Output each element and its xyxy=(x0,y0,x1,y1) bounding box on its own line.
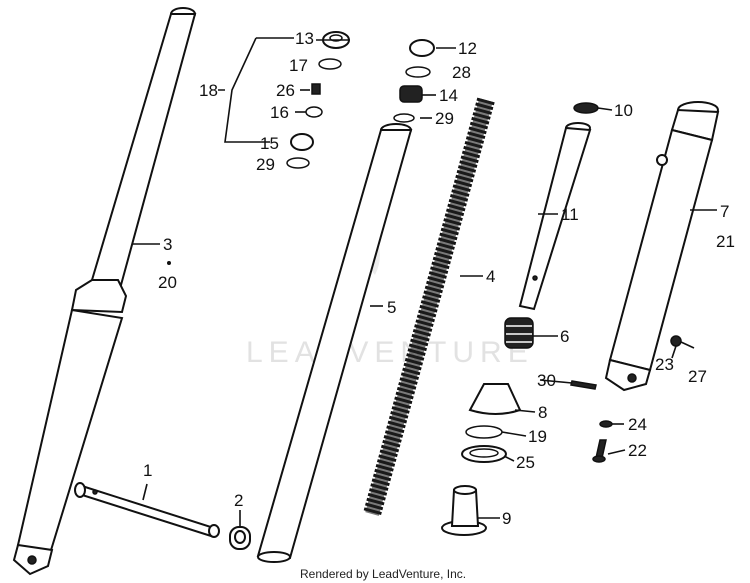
part-10-piston xyxy=(573,102,599,114)
callout-30: 30 xyxy=(537,371,556,390)
callout-13: 13 xyxy=(295,29,314,48)
watermark-text: LEADVENTURE xyxy=(246,336,534,369)
part-19-clip xyxy=(465,425,503,439)
callout-22: 22 xyxy=(628,441,647,460)
part-11-damper-rod xyxy=(518,122,592,311)
callout-18: 18 xyxy=(199,81,218,100)
callout-12: 12 xyxy=(458,39,477,58)
callout-10: 10 xyxy=(614,101,633,120)
part-17-oring xyxy=(318,58,342,70)
callout-27: 27 xyxy=(688,367,707,386)
callout-29-left: 29 xyxy=(256,155,275,174)
part-6-rebound-spring xyxy=(504,317,534,349)
part-30-bolt xyxy=(570,380,597,390)
part-5-inner-tube xyxy=(256,123,413,563)
part-14-seat xyxy=(399,85,423,103)
callout-3-dot xyxy=(167,261,171,265)
callout-3: 3 xyxy=(163,235,172,254)
callout-29-right: 29 xyxy=(435,109,454,128)
part-8-dust-seal xyxy=(468,383,522,415)
callout-23: 23 xyxy=(655,355,674,374)
callout-9: 9 xyxy=(502,509,511,528)
callout-25: 25 xyxy=(516,453,535,472)
callout-1: 1 xyxy=(143,461,152,480)
part-24-washer xyxy=(599,420,613,428)
callout-2: 2 xyxy=(234,491,243,510)
callout-11: 11 xyxy=(561,205,579,224)
part-22-screw xyxy=(592,439,607,463)
callout-labels: 1 2 3 20 4 5 6 7 21 8 9 10 11 12 13 14 1… xyxy=(143,29,735,528)
callout-16: 16 xyxy=(270,103,289,122)
part-28-ring xyxy=(405,66,431,78)
callout-8: 8 xyxy=(538,403,547,422)
part-15-nut xyxy=(290,133,314,151)
part-16-washer xyxy=(305,106,323,118)
callout-14: 14 xyxy=(439,86,458,105)
credit-text: Rendered by LeadVenture, Inc. xyxy=(300,567,466,581)
callout-15: 15 xyxy=(260,134,279,153)
part-1-axle xyxy=(74,482,220,538)
callout-20: 20 xyxy=(158,273,177,292)
callout-4: 4 xyxy=(486,267,495,286)
part-29-oring-b xyxy=(393,113,415,123)
part-26-pin xyxy=(311,83,321,95)
callout-6: 6 xyxy=(560,327,569,346)
callout-7: 7 xyxy=(720,202,729,221)
callout-24: 24 xyxy=(628,415,647,434)
part-23-bolt xyxy=(670,335,682,347)
callout-28: 28 xyxy=(452,63,471,82)
part-9-guide xyxy=(441,485,487,536)
callout-21: 21 xyxy=(716,232,735,251)
part-25-oil-seal xyxy=(461,445,507,463)
part-3-fork-slider xyxy=(12,7,197,576)
part-2-spacer xyxy=(229,526,251,550)
leader-lines xyxy=(132,37,717,527)
part-12-cap xyxy=(409,39,435,57)
part-7-outer-slider xyxy=(604,101,720,392)
callout-26: 26 xyxy=(276,81,295,100)
part-4-spring xyxy=(363,97,495,517)
watermark: LEADVENTURE xyxy=(246,225,534,369)
callout-5: 5 xyxy=(387,298,396,317)
callout-19: 19 xyxy=(528,427,547,446)
callout-17: 17 xyxy=(289,56,308,75)
part-29-oring-a xyxy=(286,157,310,169)
